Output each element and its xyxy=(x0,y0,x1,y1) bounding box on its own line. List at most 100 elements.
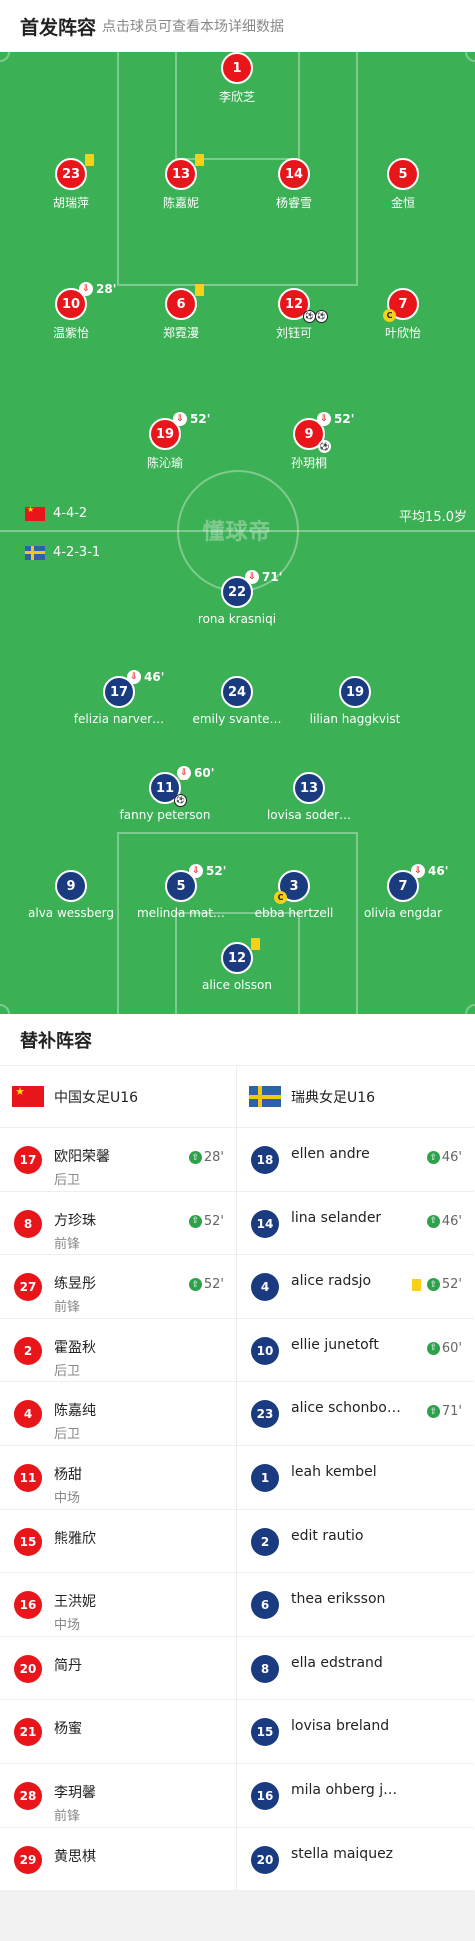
yellow-card-icon xyxy=(195,154,204,166)
sub-in-icon: ⇧ xyxy=(426,1341,440,1355)
sub-off-icon: ⇩ xyxy=(79,282,93,296)
sub-player-name: 简丹 xyxy=(54,1657,82,1674)
sub-player-info: ellie junetoft xyxy=(291,1337,379,1353)
player-name: lilian haggkvist xyxy=(309,712,401,726)
player-away-24[interactable]: 24 emily svante… xyxy=(172,676,302,726)
player-away-22[interactable]: 22 ⇩71' rona krasniqi xyxy=(172,570,302,626)
sub-player-row[interactable]: 15 lovisa breland xyxy=(237,1700,474,1764)
player-home-13[interactable]: 13 陈嘉妮 xyxy=(116,154,246,211)
sub-player-name: alice radsjo xyxy=(291,1273,372,1290)
sub-player-number: 28 xyxy=(14,1781,42,1810)
player-away-7[interactable]: 7 ⇩46' olivia engdar xyxy=(338,864,468,920)
sub-player-number: 17 xyxy=(14,1146,42,1174)
sub-in-minute: 52' xyxy=(203,1213,224,1229)
sub-player-name: 陈嘉纯 xyxy=(54,1403,96,1420)
sub-player-number: 15 xyxy=(251,1718,279,1747)
sub-player-position: 前锋 xyxy=(54,1300,81,1316)
sub-player-number: 16 xyxy=(251,1781,279,1810)
player-home-10[interactable]: 10 ⇩28' 温紫怡 xyxy=(6,282,136,341)
sub-player-number: 2 xyxy=(251,1527,279,1556)
player-away-12[interactable]: 12 alice olsson xyxy=(172,938,302,992)
sub-in-minute: 52' xyxy=(441,1277,462,1293)
china-flag-icon xyxy=(12,1085,44,1107)
sub-off-icon: ⇩ xyxy=(127,670,141,684)
player-away-17[interactable]: 17 ⇩46' felizia narver… xyxy=(54,670,184,726)
sub-player-position: 前锋 xyxy=(54,1236,81,1252)
sub-player-info: lovisa breland xyxy=(291,1718,389,1734)
subs-title: 替补阵容 xyxy=(0,1014,475,1066)
yellow-card-icon xyxy=(85,154,94,166)
sub-player-row[interactable]: 17 欧阳荣馨后卫 ⇧28' xyxy=(0,1128,236,1192)
player-home-6[interactable]: 6 郑霓漫 xyxy=(116,284,246,341)
sub-in-minute: 52' xyxy=(203,1277,224,1293)
sub-player-number: 2 xyxy=(14,1336,42,1365)
lineup-title: 首发阵容 xyxy=(20,16,97,39)
sub-player-name: 王洪妮 xyxy=(54,1594,96,1611)
own-goal-icon: ⚽ xyxy=(318,440,331,453)
sub-minute: 28' xyxy=(96,282,117,296)
sub-player-info: 欧阳荣馨后卫 xyxy=(54,1146,110,1188)
player-number: 10 xyxy=(61,296,81,312)
sub-minute: 60' xyxy=(194,766,215,780)
sub-in-icon: ⇧ xyxy=(188,1278,202,1292)
sub-player-number: 20 xyxy=(14,1654,42,1683)
player-number: 1 xyxy=(221,52,253,84)
sub-off-icon: ⇩ xyxy=(245,570,259,584)
player-number: 5 xyxy=(176,878,186,894)
player-home-9[interactable]: 9 ⇩52' ⚽ 孙玥桐 xyxy=(244,412,374,471)
player-away-13[interactable]: 13 lovisa soder… xyxy=(244,772,374,822)
player-name: 叶欣怡 xyxy=(384,326,421,340)
sub-in-icon: ⇧ xyxy=(426,1405,440,1419)
corner-arc xyxy=(0,52,10,62)
sub-off-icon: ⇩ xyxy=(317,412,331,426)
sub-player-name: ella edstrand xyxy=(291,1654,383,1671)
player-number: 7 xyxy=(398,878,408,894)
player-away-11[interactable]: 11 ⇩60' ⚽ fanny peterson xyxy=(100,766,230,822)
sub-in-icon: ⇧ xyxy=(426,1278,440,1292)
player-home-14[interactable]: 14 杨睿雪 xyxy=(229,158,359,211)
sub-player-number: 23 xyxy=(251,1400,279,1429)
player-home-19[interactable]: 19 ⇩52' 陈沁瑜 xyxy=(100,412,230,471)
player-home-12[interactable]: 12⚽⚽ 刘钰可 xyxy=(229,288,359,341)
sub-player-info: 陈嘉纯后卫 xyxy=(54,1400,96,1442)
sub-player-row[interactable]: 20 简丹 xyxy=(0,1637,236,1701)
subs-table: 中国女足U16 17欧阳荣馨后卫⇧28'8方珍珠前锋⇧52'27练昱彤前锋⇧52… xyxy=(0,1066,475,1892)
bottom-penalty-box xyxy=(117,832,358,1014)
player-number: 5 xyxy=(387,158,419,190)
sub-in-event: ⇧28' xyxy=(188,1150,224,1165)
player-home-5[interactable]: 5 金恒 xyxy=(338,158,468,211)
player-away-5[interactable]: 5 ⇩52' melinda mat… xyxy=(116,864,246,920)
player-home-23[interactable]: 23 胡瑞萍 xyxy=(6,154,136,211)
bottom-goal-box xyxy=(175,912,300,1014)
player-home-1[interactable]: 1 李欣芝 xyxy=(172,52,302,105)
pitch: 懂球帝 4-4-2 平均15.0岁 4-2-3-1 1 李欣芝 23 胡瑞萍 1… xyxy=(0,52,475,1014)
player-away-19[interactable]: 19 lilian haggkvist xyxy=(290,676,420,726)
sub-in-minute: 46' xyxy=(441,1150,462,1165)
player-away-9[interactable]: 9 alva wessberg xyxy=(6,870,136,920)
player-number: 13 xyxy=(293,772,325,804)
